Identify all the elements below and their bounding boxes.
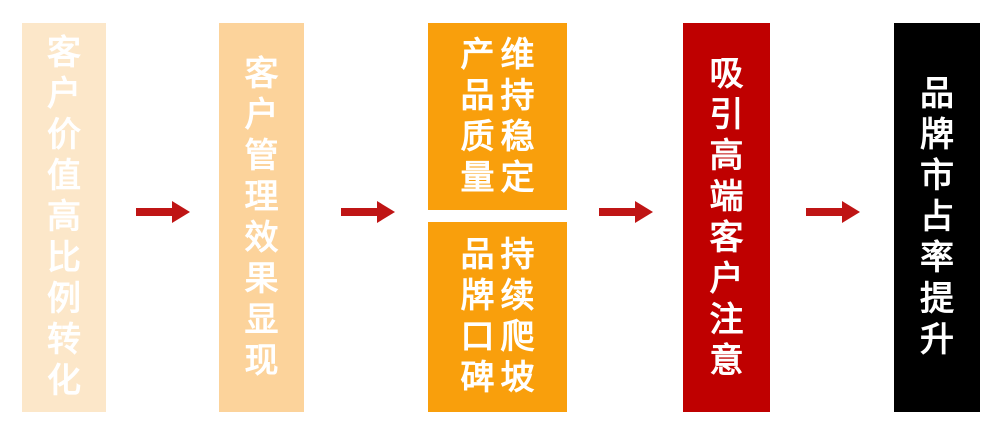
step-label-customer-value-conversion: 客户价值高比例转化 bbox=[47, 33, 81, 401]
step-label-maintain-stable: 维持稳定 bbox=[500, 34, 535, 198]
step-label-brand-reputation: 品牌口碑 bbox=[460, 235, 495, 398]
step-label-product-quality: 产品质量 bbox=[460, 34, 495, 198]
step-label-pair-product-quality: 产品质量 维持稳定 bbox=[461, 35, 535, 199]
step-box-customer-value-conversion: 客户价值高比例转化 bbox=[22, 23, 106, 412]
step-box-product-quality-stable: 产品质量 维持稳定 bbox=[428, 23, 567, 210]
step-box-brand-market-share: 品牌市占率提升 bbox=[894, 23, 980, 412]
step-box-attract-high-end-customers: 吸引高端客户注意 bbox=[683, 23, 770, 412]
arrow-right-icon bbox=[599, 201, 653, 223]
step-box-brand-reputation-climbing: 品牌口碑 持续爬坡 bbox=[428, 222, 567, 412]
arrow-right-icon bbox=[341, 201, 395, 223]
step-label-pair-brand-reputation: 品牌口碑 持续爬坡 bbox=[461, 235, 535, 399]
step-label-attract-high-end-customers: 吸引高端客户注意 bbox=[709, 53, 744, 381]
arrow-right-icon bbox=[806, 201, 860, 223]
step-label-brand-market-share: 品牌市占率提升 bbox=[920, 74, 954, 360]
step-box-customer-management-effect: 客户管理效果显现 bbox=[219, 23, 304, 412]
step-label-continuous-climb: 持续爬坡 bbox=[500, 235, 535, 398]
step-label-customer-management-effect: 客户管理效果显现 bbox=[244, 53, 279, 381]
arrow-right-icon bbox=[136, 201, 190, 223]
